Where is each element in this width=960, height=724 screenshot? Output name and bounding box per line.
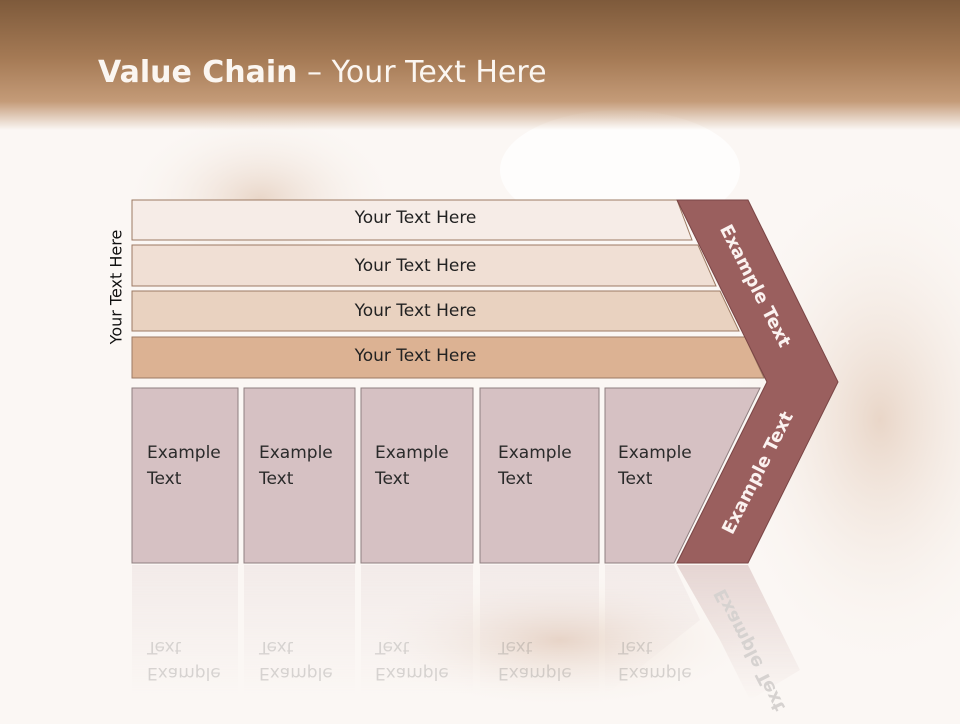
column-box-1[interactable]	[131, 387, 239, 564]
row-bar-4[interactable]	[131, 336, 765, 379]
header-band	[0, 0, 960, 130]
row-bar-1[interactable]	[131, 199, 693, 241]
chevron-arrow[interactable]	[676, 199, 839, 564]
column-label-4-line1: Example	[498, 443, 572, 463]
title-bold: Value Chain	[98, 55, 298, 90]
column-box-3[interactable]	[360, 387, 474, 564]
title-rest: – Your Text Here	[297, 55, 547, 90]
column-label-3-line1: Example	[375, 443, 449, 463]
column-label-2-line1: Example	[259, 443, 333, 463]
column-box-5[interactable]	[604, 387, 761, 564]
row-bar-2[interactable]	[131, 244, 717, 287]
row-label-2: Your Text Here	[354, 256, 477, 276]
row-label-1: Your Text Here	[354, 208, 477, 228]
column-label-2-line2: Text	[259, 469, 294, 489]
column-label-5-line2: Text	[618, 469, 653, 489]
column-label-3-line2: Text	[375, 469, 410, 489]
column-label-1-line2: Text	[147, 469, 182, 489]
page-title: Value Chain – Your Text Here	[98, 55, 547, 90]
column-label-1-line1: Example	[147, 443, 221, 463]
column-label-4-line2: Text	[498, 469, 533, 489]
row-label-4: Your Text Here	[354, 346, 477, 366]
row-bar-3[interactable]	[131, 290, 740, 332]
row-label-3: Your Text Here	[354, 301, 477, 321]
column-box-4[interactable]	[479, 387, 600, 564]
column-box-2[interactable]	[243, 387, 356, 564]
column-label-5-line1: Example	[618, 443, 692, 463]
